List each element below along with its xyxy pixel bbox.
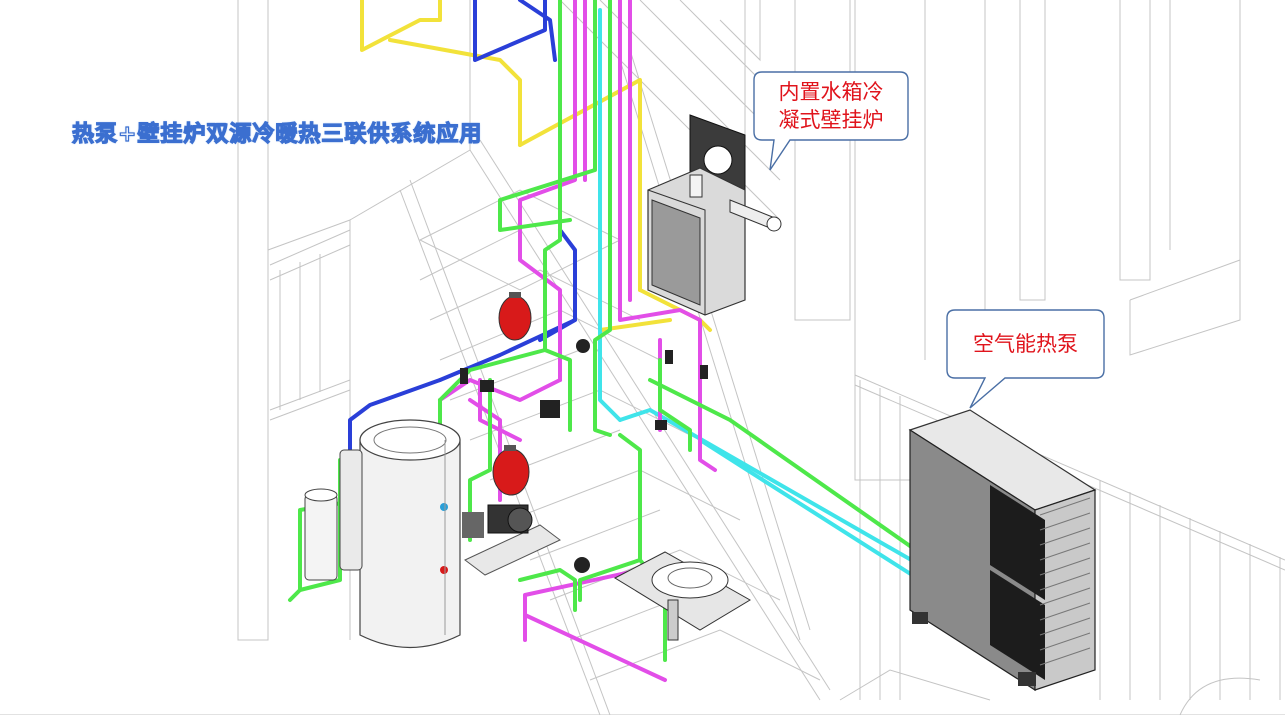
pipe-cyan	[598, 8, 922, 582]
floor-basin	[613, 551, 751, 641]
callout-heatpump-bubble	[946, 309, 1105, 409]
wall-hung-boiler	[647, 114, 782, 316]
callout-boiler-line1: 内置水箱冷	[778, 80, 884, 104]
expansion-tank-upper	[498, 292, 532, 341]
valves	[460, 339, 708, 573]
side-filter-right	[339, 449, 363, 571]
callout-heatpump-label: 空气能热泵	[973, 332, 1078, 356]
diagram-title: 热泵+壁挂炉双源冷暖热三联供系统应用	[71, 121, 483, 147]
callout-boiler-label: 内置水箱冷 凝式壁挂炉	[754, 78, 908, 134]
callout-boiler-line2: 凝式壁挂炉	[778, 108, 884, 132]
callout-boiler-bubble	[753, 71, 909, 171]
air-source-heat-pump	[908, 409, 1097, 692]
pipe-blue	[348, 0, 577, 452]
side-filter-left	[304, 488, 338, 581]
circulation-pump	[462, 504, 561, 576]
water-storage-tank	[359, 419, 461, 648]
expansion-tank-lower	[492, 445, 530, 496]
